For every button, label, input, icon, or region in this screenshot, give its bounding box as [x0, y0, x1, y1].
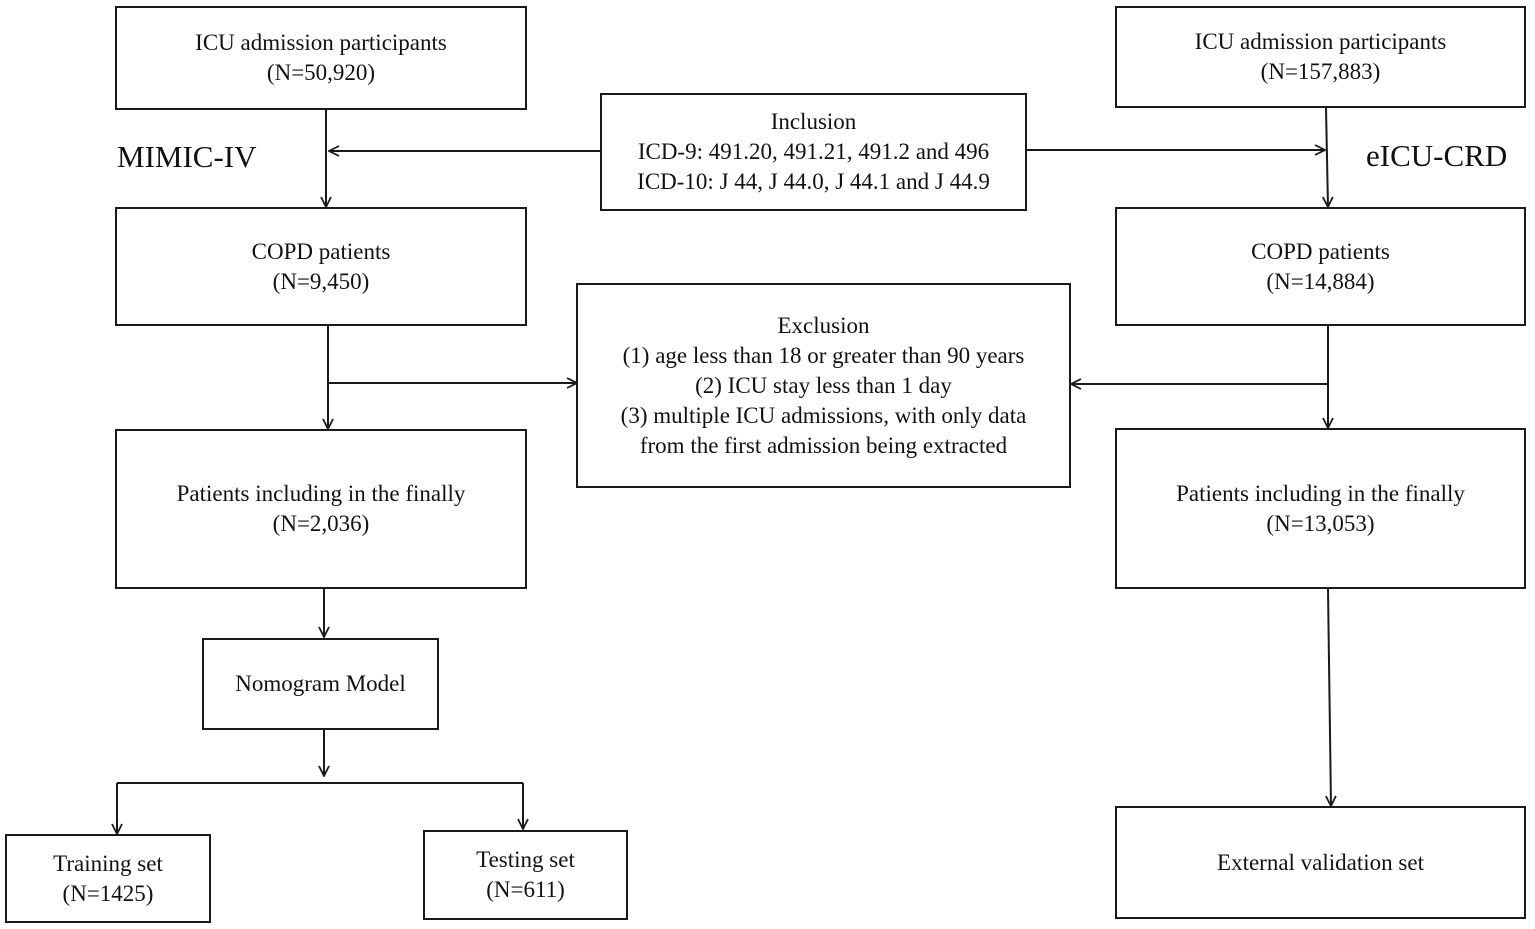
testing-set-count: (N=611) — [486, 877, 565, 902]
external-validation-box: External validation set — [1115, 806, 1526, 919]
left-admission-title: ICU admission participants — [195, 30, 447, 55]
exclusion-line-1: (1) age less than 18 or greater than 90 … — [622, 342, 1025, 368]
training-set-box: Training set (N=1425) — [5, 834, 211, 923]
left-copd-title: COPD patients — [251, 238, 391, 264]
left-final-count: (N=2,036) — [272, 511, 370, 536]
left-admission-box: ICU admission participants (N=50,920) — [115, 6, 527, 110]
training-set-title: Training set — [53, 850, 163, 876]
right-final-count: (N=13,053) — [1266, 510, 1375, 536]
left-final-title: Patients including in the finally — [176, 481, 466, 506]
exclusion-line-2: (2) ICU stay less than 1 day — [695, 372, 952, 398]
right-copd-count: (N=14,884) — [1266, 268, 1375, 294]
inclusion-line-icd9: ICD-9: 491.20, 491.21, 491.2 and 496 — [637, 139, 990, 164]
right-copd-box: COPD patients (N=14,884) — [1115, 207, 1526, 326]
left-copd-box: COPD patients (N=9,450) — [115, 207, 527, 326]
right-final-title: Patients including in the finally — [1176, 480, 1465, 506]
arrow-right-admission-to-copd — [1326, 107, 1328, 207]
inclusion-box: Inclusion ICD-9: 491.20, 491.21, 491.2 a… — [600, 93, 1027, 211]
nomogram-model-title: Nomogram Model — [235, 671, 406, 696]
inclusion-line-icd10: ICD-10: J 44, J 44.0, J 44.1 and J 44.9 — [637, 169, 990, 194]
testing-set-box: Testing set (N=611) — [423, 830, 628, 920]
exclusion-title: Exclusion — [777, 312, 870, 338]
eicu-crd-label: eICU-CRD — [1366, 138, 1508, 173]
right-final-box: Patients including in the finally (N=13,… — [1115, 428, 1526, 589]
right-admission-box: ICU admission participants (N=157,883) — [1115, 6, 1526, 108]
training-set-count: (N=1425) — [62, 880, 154, 906]
right-admission-title: ICU admission participants — [1194, 29, 1447, 54]
exclusion-line-4: from the first admission being extracted — [639, 432, 1008, 458]
external-validation-title: External validation set — [1217, 849, 1424, 875]
exclusion-box: Exclusion (1) age less than 18 or greate… — [576, 283, 1071, 488]
left-final-box: Patients including in the finally (N=2,0… — [115, 429, 527, 589]
left-admission-count: (N=50,920) — [266, 60, 376, 85]
arrow-right-final-to-validation — [1328, 588, 1331, 806]
exclusion-line-3: (3) multiple ICU admissions, with only d… — [620, 402, 1027, 428]
testing-set-title: Testing set — [476, 847, 575, 872]
inclusion-title: Inclusion — [770, 109, 857, 134]
left-copd-count: (N=9,450) — [272, 268, 370, 294]
right-admission-count: (N=157,883) — [1260, 59, 1381, 84]
mimic-iv-label: MIMIC-IV — [117, 139, 257, 174]
right-copd-title: COPD patients — [1251, 238, 1390, 264]
nomogram-model-box: Nomogram Model — [202, 638, 439, 730]
